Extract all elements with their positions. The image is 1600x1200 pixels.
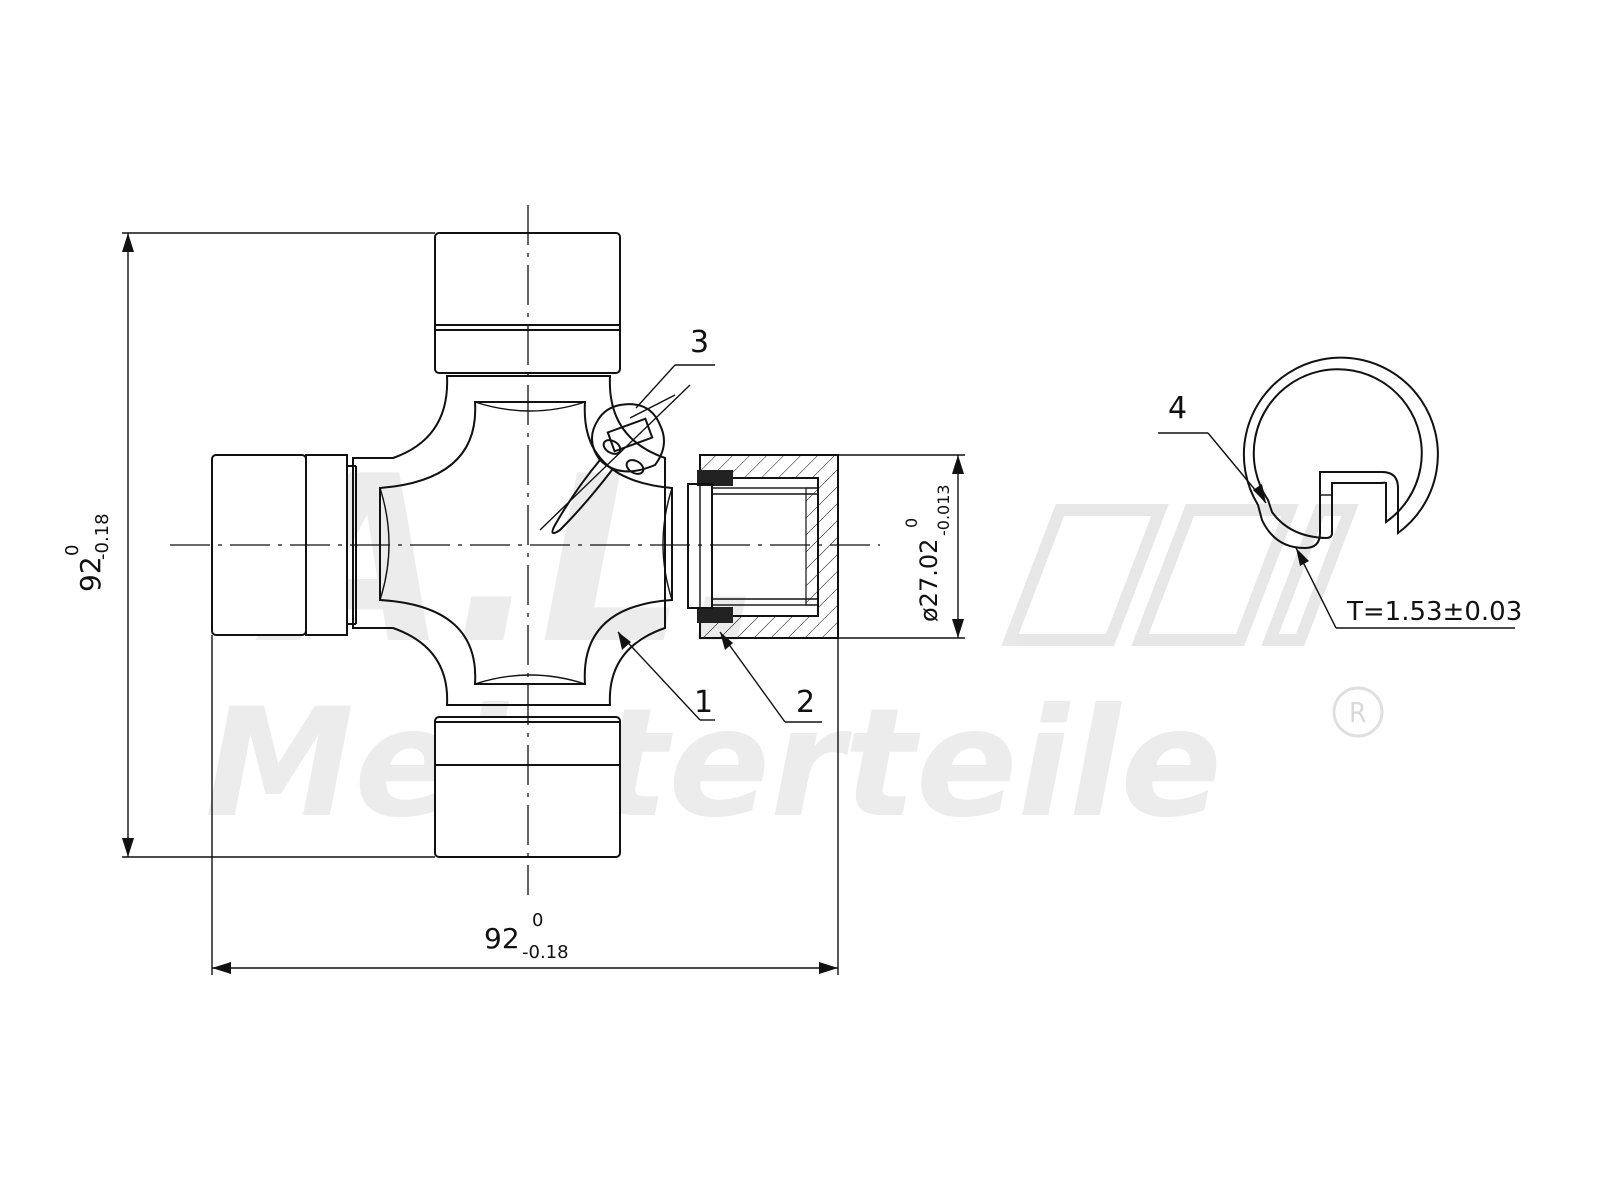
grease-fitting [551,394,676,535]
leader-part-1: 1 [617,631,715,721]
leader-thickness: T=1.53±0.03 [1295,547,1522,629]
watermark-stripes-logo [1001,504,1359,646]
spider-body [352,375,673,706]
dimension-width: 92 0 -0.18 [211,635,839,975]
leader-part-4: 4 [1158,391,1267,504]
watermark-brand-bottom: Meisterteile [205,677,1222,851]
label-part-3: 3 [690,325,709,360]
width-nominal: 92 [484,922,520,955]
label-part-2: 2 [796,685,815,720]
height-nominal: 92 [74,556,107,592]
ring-thickness: T=1.53±0.03 [1346,597,1522,627]
bore-diameter: ø27.02 [915,539,943,622]
label-part-1: 1 [694,685,713,720]
dimension-bore: ø27.02 0 -0.013 [838,454,965,639]
registered-mark-letter: R [1349,696,1367,729]
bore-lower-tol: -0.013 [934,484,953,536]
right-bearing-cup-section [687,454,839,639]
snap-ring-section [1242,356,1439,550]
height-lower-tol: -0.18 [92,513,113,560]
leader-part-3: 3 [635,325,715,409]
label-part-4: 4 [1168,391,1187,426]
registered-mark-icon: R [1332,686,1384,738]
dimension-height: 92 0 -0.18 [62,232,435,858]
width-upper-tol: 0 [532,910,543,931]
width-lower-tol: -0.18 [522,942,569,963]
center-lines [170,205,880,895]
bore-upper-tol: 0 [902,518,921,528]
height-upper-tol: 0 [62,545,83,556]
leader-part-2: 2 [719,631,822,723]
